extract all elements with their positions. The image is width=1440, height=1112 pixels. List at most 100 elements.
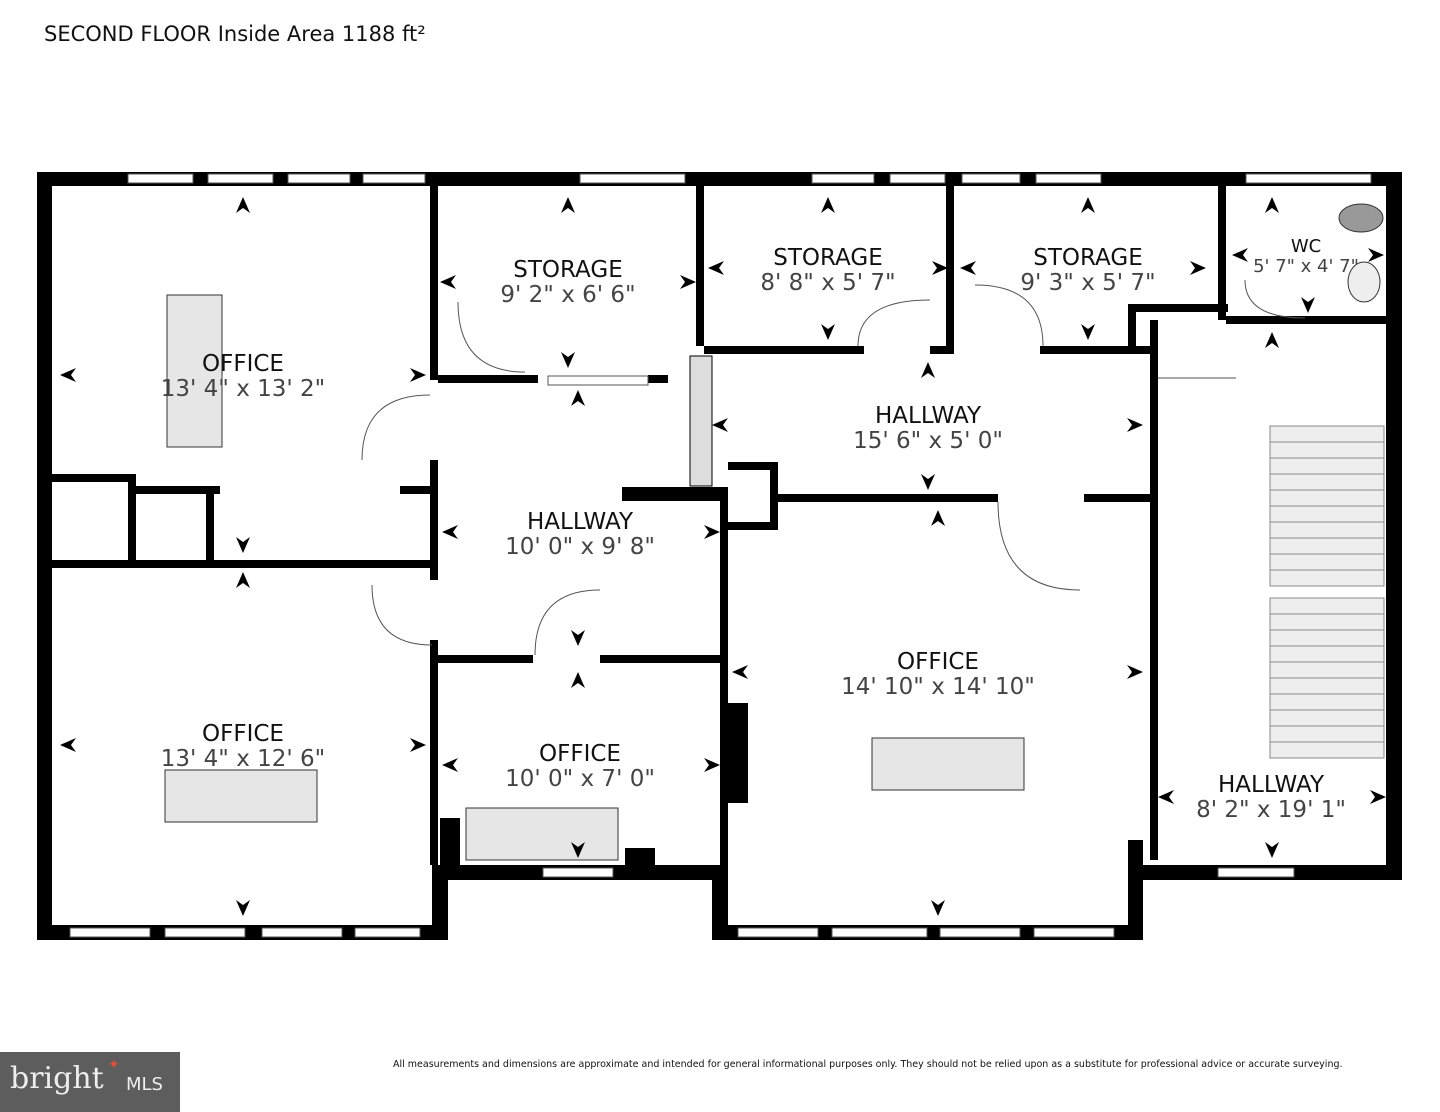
dimension-arrow-icon — [571, 630, 585, 646]
dimension-arrow-icon — [960, 261, 976, 275]
stair-step — [1269, 553, 1385, 571]
window — [1033, 927, 1115, 938]
floor-title: SECOND FLOOR Inside Area 1188 ft² — [44, 22, 426, 46]
door-swing — [371, 584, 433, 646]
wall — [128, 474, 136, 566]
window — [1217, 867, 1295, 878]
stair-step — [1269, 457, 1385, 475]
room-name: HALLWAY — [526, 509, 634, 535]
dimension-arrow-icon — [921, 474, 935, 490]
room-name: STORAGE — [1033, 245, 1143, 271]
door-swing — [534, 589, 601, 656]
wall — [648, 375, 668, 383]
dimension-arrow-icon — [1265, 332, 1279, 348]
dimension-arrow-icon — [1081, 324, 1095, 340]
stair-step — [1269, 677, 1385, 695]
window — [127, 173, 194, 184]
wall — [1128, 304, 1228, 312]
dimension-arrow-icon — [236, 572, 250, 588]
dimension-arrow-icon — [921, 362, 935, 378]
wall — [728, 522, 778, 530]
door-swing — [361, 394, 431, 461]
room-name: WC — [1290, 236, 1322, 257]
dimension-arrow-icon — [1127, 418, 1143, 432]
dimension-arrow-icon — [1265, 842, 1279, 858]
dimension-arrow-icon — [561, 197, 575, 213]
wall — [1226, 316, 1386, 324]
dimension-arrow-icon — [931, 510, 945, 526]
room-dims: 9' 2" x 6' 6" — [500, 282, 636, 309]
closet-shelf — [689, 355, 713, 487]
bright-mls-logo: bright✦MLS — [0, 1052, 180, 1112]
dimension-arrow-icon — [1127, 665, 1143, 679]
toilet — [1338, 203, 1384, 233]
dimension-arrow-icon — [712, 418, 728, 432]
wall — [430, 186, 438, 380]
disclaimer: All measurements and dimensions are appr… — [393, 1059, 1343, 1070]
wall — [430, 460, 438, 580]
door-swing — [857, 299, 931, 347]
stair-step — [1269, 441, 1385, 459]
door-swing — [1244, 279, 1306, 319]
wall — [778, 494, 998, 502]
stair-step — [1269, 473, 1385, 491]
window — [579, 173, 686, 184]
wall — [430, 640, 438, 865]
wall — [622, 487, 728, 501]
room-dims: 13' 4" x 12' 6" — [160, 746, 326, 773]
floor-plan — [37, 172, 1402, 940]
door-swing — [997, 501, 1081, 591]
star-icon: ✦ — [108, 1057, 120, 1073]
window — [737, 927, 819, 938]
desk — [465, 807, 619, 861]
window — [542, 867, 614, 878]
stair-step — [1269, 489, 1385, 507]
dimension-arrow-icon — [732, 665, 748, 679]
stair-step — [1269, 709, 1385, 727]
room-dims: 8' 8" x 5' 7" — [760, 270, 896, 297]
dimension-arrow-icon — [571, 390, 585, 406]
room-dims: 13' 4" x 13' 2" — [160, 376, 326, 403]
wall — [136, 486, 220, 494]
wall — [1218, 186, 1226, 320]
dimension-arrow-icon — [236, 900, 250, 916]
door-swing — [974, 284, 1044, 347]
stair-step — [1269, 569, 1385, 587]
sink — [1347, 261, 1381, 303]
room-dims: 10' 0" x 9' 8" — [505, 534, 655, 561]
wall — [930, 346, 950, 354]
wall — [440, 818, 460, 868]
stair-step — [1269, 521, 1385, 539]
dimension-arrow-icon — [561, 352, 575, 368]
door-swing — [457, 301, 526, 373]
room-name: OFFICE — [539, 741, 621, 767]
dimension-arrow-icon — [680, 275, 696, 289]
dimension-arrow-icon — [708, 261, 724, 275]
stair-step — [1269, 629, 1385, 647]
room-name: STORAGE — [513, 257, 623, 283]
wall — [206, 486, 214, 566]
wall — [52, 560, 438, 568]
dimension-arrow-icon — [1081, 197, 1095, 213]
wall — [720, 500, 728, 865]
stair-step — [1269, 505, 1385, 523]
dimension-arrow-icon — [1190, 261, 1206, 275]
wall — [1128, 840, 1143, 940]
window — [1035, 173, 1102, 184]
wall — [625, 848, 655, 868]
desk — [166, 294, 223, 448]
wall — [1084, 494, 1150, 502]
stair-step — [1269, 725, 1385, 743]
wall — [438, 655, 533, 663]
window — [69, 927, 151, 938]
window — [811, 173, 875, 184]
stair-step — [1269, 613, 1385, 631]
dimension-arrow-icon — [1158, 790, 1174, 804]
dimension-arrow-icon — [410, 368, 426, 382]
room-dims: 5' 7" x 4' 7" — [1253, 255, 1359, 277]
wall — [1040, 346, 1150, 354]
dimension-arrow-icon — [1232, 248, 1248, 262]
wall — [1128, 304, 1136, 354]
